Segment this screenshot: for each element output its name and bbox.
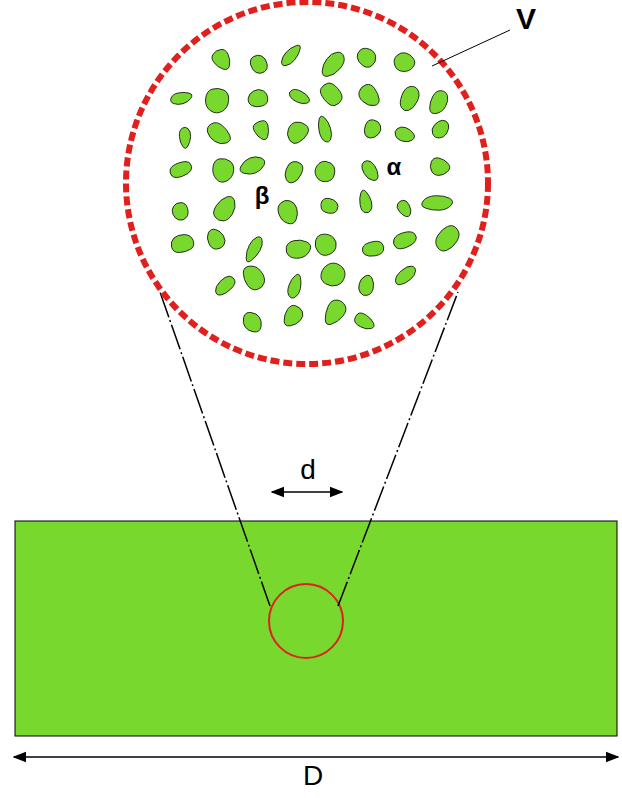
grain [170, 162, 192, 178]
grain [325, 300, 346, 325]
grain [364, 120, 381, 138]
grain [243, 266, 264, 290]
beta-phase-grains [170, 45, 459, 332]
sample-volume-zoom [126, 2, 488, 364]
grain [207, 229, 225, 249]
grain [285, 161, 303, 182]
grain [397, 200, 411, 216]
grain [315, 161, 335, 181]
grain [422, 196, 453, 211]
grain [286, 240, 311, 258]
dimension-arrow [272, 491, 342, 493]
grain [214, 196, 236, 220]
grain [216, 276, 235, 295]
grain [395, 266, 415, 285]
grain [243, 312, 261, 332]
grain [246, 237, 262, 262]
grain [179, 127, 190, 148]
grain [171, 92, 192, 104]
grain [355, 313, 374, 329]
grain [289, 89, 309, 103]
grain [250, 55, 267, 73]
phase-label: β [255, 184, 270, 208]
dimension-arrow [14, 756, 618, 758]
grain [207, 123, 230, 144]
grain [359, 84, 379, 105]
sample-volume-outline [126, 2, 488, 364]
grain [212, 49, 230, 69]
grain [394, 53, 415, 72]
grain [320, 83, 342, 106]
grain [253, 121, 268, 140]
grain [322, 52, 344, 76]
grain [357, 48, 376, 67]
grain [315, 234, 336, 255]
grain [282, 45, 301, 65]
grain [278, 200, 297, 224]
grain [206, 88, 229, 112]
grain [430, 158, 449, 176]
grain [171, 235, 194, 253]
dimension-label: D [303, 762, 323, 790]
grain [288, 274, 301, 298]
grain [362, 241, 383, 256]
grain [318, 116, 331, 142]
phase-label: α [387, 155, 402, 179]
grain [362, 161, 378, 181]
grain [393, 232, 416, 249]
sample-volume-small [269, 584, 343, 658]
grain [240, 157, 265, 174]
grain [287, 122, 308, 143]
grain [172, 203, 188, 221]
grain [284, 305, 303, 325]
grain [400, 86, 419, 110]
grain [432, 120, 449, 138]
grain [248, 89, 268, 106]
grain [436, 226, 459, 251]
grain [430, 91, 448, 114]
grain [213, 159, 234, 183]
grain [359, 275, 374, 295]
grain [321, 198, 338, 213]
leader-line [432, 30, 510, 66]
grain [360, 190, 372, 213]
grain [395, 127, 414, 142]
grain [321, 263, 345, 286]
volume-label: V [516, 4, 536, 34]
dimension-label: d [300, 456, 316, 484]
specimen-bar [15, 521, 617, 736]
